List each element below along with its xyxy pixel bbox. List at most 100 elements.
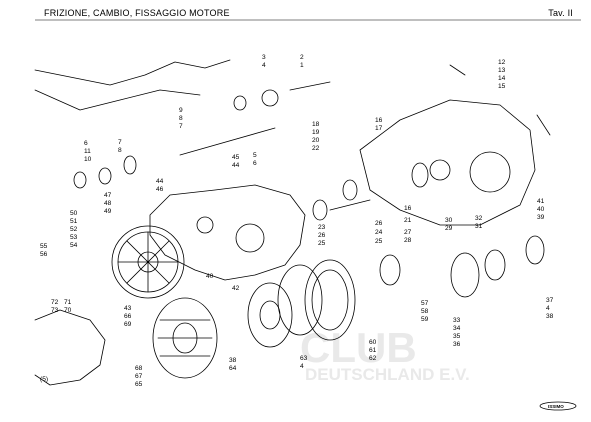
side-cover [34, 309, 106, 386]
watermark-deutschland: DEUTSCHLAND E.V. [305, 365, 470, 384]
callout: 57 [421, 300, 429, 307]
callout: 3 [262, 54, 266, 61]
callout: 7 [118, 139, 122, 146]
callout: 40 [537, 206, 545, 213]
callout: 1 [300, 62, 304, 69]
callout: 72 [51, 299, 59, 306]
callout: 54 [70, 242, 78, 249]
callout: 68 [135, 365, 143, 372]
callout: 4 [300, 363, 304, 370]
shafts [179, 64, 551, 211]
callout: 14 [498, 75, 506, 82]
logo-text: ISSIMO [548, 404, 564, 409]
callout: 26 [375, 220, 383, 227]
callout: 25 [375, 238, 383, 245]
callout: 28 [404, 237, 412, 244]
callout: 44 [232, 162, 240, 169]
callout: 69 [124, 321, 132, 328]
callout: 38 [546, 313, 554, 320]
callout: 39 [537, 214, 545, 221]
callout: 55 [40, 243, 48, 250]
callout: 11 [84, 148, 91, 155]
callout: 25 [318, 240, 326, 247]
callout: 65 [135, 381, 143, 388]
watermark-club: CLUB [300, 324, 417, 371]
callout: 50 [70, 210, 78, 217]
callout: 32 [475, 215, 483, 222]
callout: 38 [229, 357, 237, 364]
callout: 8 [118, 147, 122, 154]
callout: 13 [498, 67, 506, 74]
callout: 16 [375, 117, 383, 124]
callout: 45 [232, 154, 240, 161]
callout: 24 [375, 229, 383, 236]
callout: 48 [104, 200, 112, 207]
callout: 16 [404, 205, 412, 212]
sprocket [525, 235, 545, 265]
primary-gear [111, 225, 185, 299]
callout: 40 [206, 273, 214, 280]
callout: 35 [453, 333, 461, 340]
callout: 20 [312, 137, 320, 144]
callout: 8 [179, 115, 183, 122]
clutch-plates [277, 264, 323, 336]
callout: 5 [253, 152, 257, 159]
callout: 47 [104, 192, 112, 199]
callout: 44 [156, 178, 164, 185]
callout: 7 [179, 123, 183, 130]
callout: 37 [546, 297, 554, 304]
callout: 56 [40, 251, 48, 258]
callout: 73 [51, 307, 59, 314]
callout: 51 [70, 218, 78, 225]
diagram-title: FRIZIONE, CAMBIO, FISSAGGIO MOTORE [44, 8, 230, 18]
crankcase-left-half [149, 184, 306, 281]
callout: 22 [312, 145, 320, 152]
callout: 18 [312, 121, 320, 128]
callout: 6 [253, 160, 257, 167]
callout: 33 [453, 317, 461, 324]
callout: 26 [318, 232, 326, 239]
callout: 21 [404, 217, 412, 224]
callout: 59 [421, 316, 429, 323]
crankcase-right-half [359, 99, 536, 226]
clutch-drum [304, 259, 356, 341]
corner-mark: (5) [40, 376, 48, 383]
right-case-bore [469, 151, 511, 193]
callout: 4 [262, 62, 266, 69]
callout: 71 [64, 299, 72, 306]
callout: 63 [300, 355, 308, 362]
clutch-pressure-plate [247, 282, 293, 348]
callout: 52 [70, 226, 78, 233]
callout: 17 [375, 125, 383, 132]
publisher-logo: ISSIMO [539, 401, 577, 411]
frame-outline [34, 59, 231, 111]
callout: 30 [445, 217, 453, 224]
callout: 41 [537, 198, 545, 205]
callout: 15 [498, 83, 506, 90]
callout: 46 [156, 186, 164, 193]
callout: 66 [124, 313, 132, 320]
callout: 27 [404, 229, 412, 236]
callout: 67 [135, 373, 143, 380]
callout: 6 [84, 140, 88, 147]
callout: 9 [179, 107, 183, 114]
callout: 36 [453, 341, 461, 348]
callout: 2 [300, 54, 304, 61]
callout: 61 [369, 347, 377, 354]
callout: 34 [453, 325, 461, 332]
callout: 70 [64, 307, 72, 314]
callout-labels: 2 1 3 4 12 13 14 15 16 17 18 19 20 22 9 … [40, 54, 554, 388]
callout: 60 [369, 339, 377, 346]
callout: 4 [546, 305, 550, 312]
callout: 62 [369, 355, 377, 362]
gear-cluster [379, 254, 401, 286]
callout: 42 [232, 285, 240, 292]
callout: 23 [318, 224, 326, 231]
callout: 53 [70, 234, 78, 241]
callout: 49 [104, 208, 112, 215]
callout: 31 [475, 223, 483, 230]
callout: 29 [445, 225, 453, 232]
bearing-plate [450, 252, 480, 298]
callout: 64 [229, 365, 237, 372]
